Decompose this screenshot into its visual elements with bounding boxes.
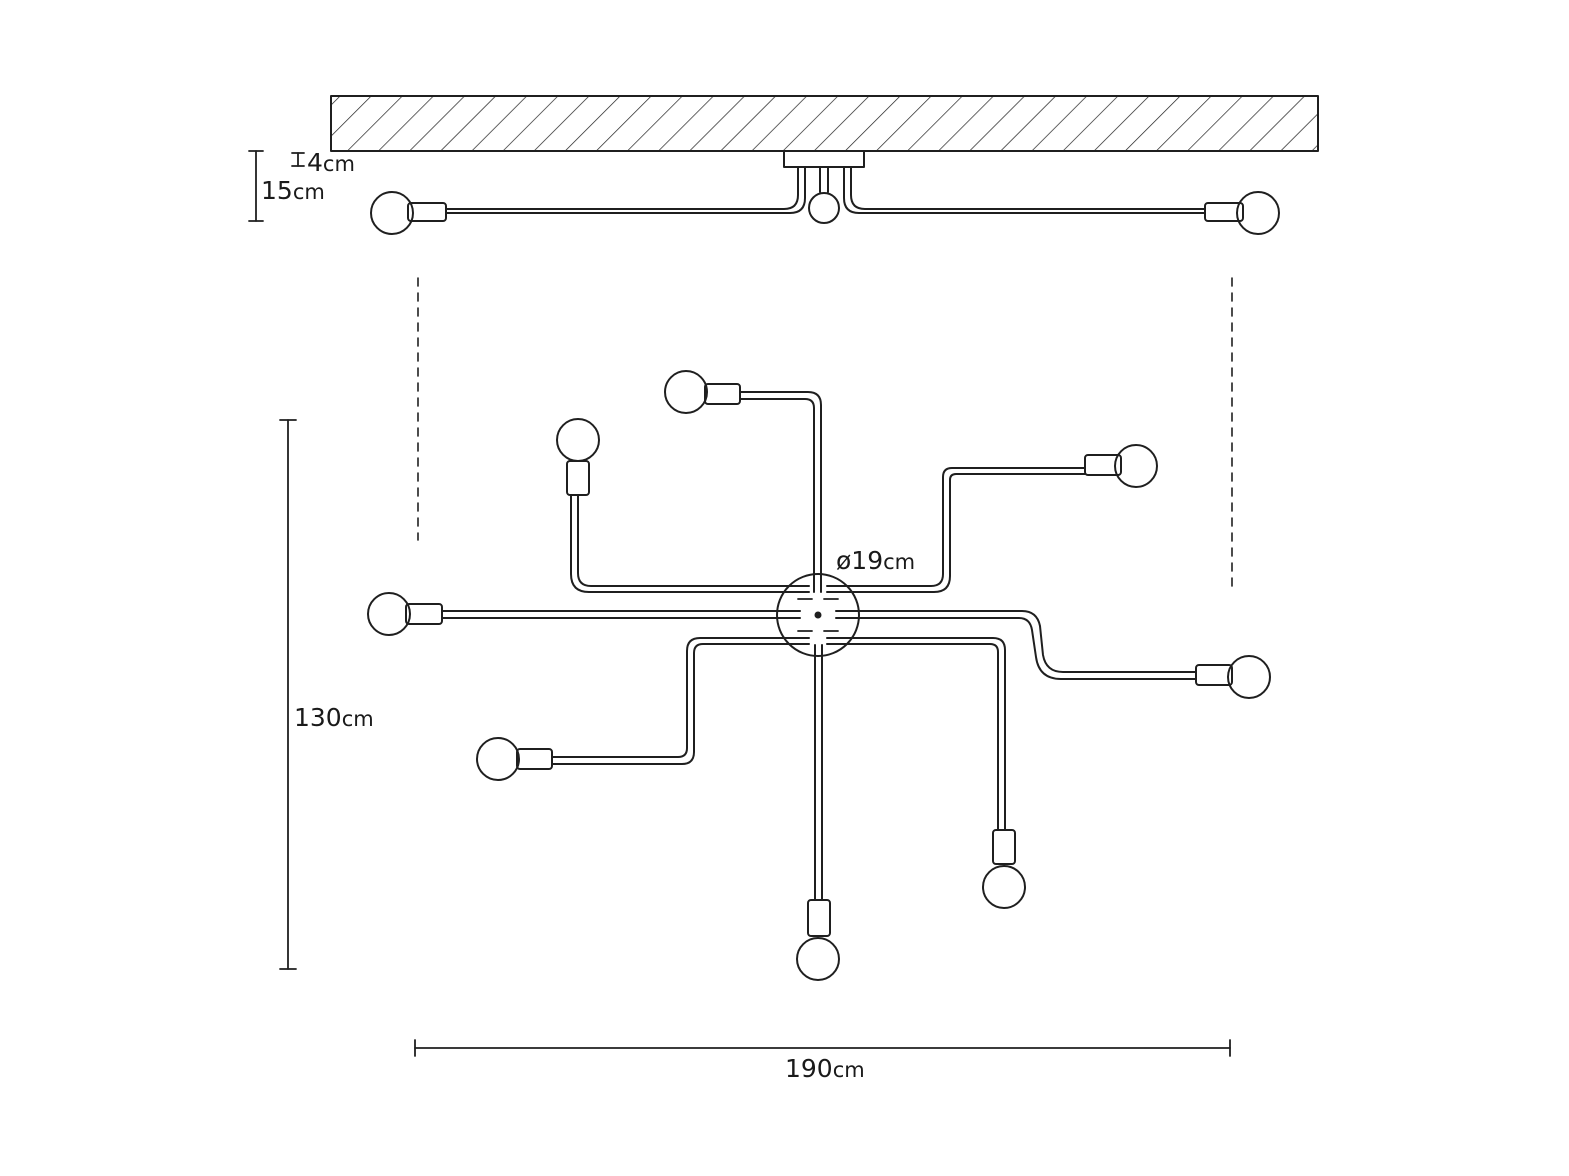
ceiling-slab: [330, 95, 1319, 152]
arm-lower-right: [826, 637, 1026, 909]
total-width-label: 190cm: [785, 1056, 865, 1081]
width-dimension-line: [414, 1039, 1231, 1057]
arm-left: [367, 592, 801, 636]
total-depth-value: 15: [261, 176, 293, 205]
arm-lower-left: [476, 637, 810, 781]
canopy-diameter-prefix: ø: [836, 546, 852, 575]
canopy-center-dot: [814, 611, 822, 619]
arm-top-center: [664, 370, 822, 593]
total-width-value: 190: [785, 1054, 833, 1083]
canopy-diameter-unit: cm: [883, 550, 916, 574]
arm-upper-right: [826, 444, 1158, 593]
total-height-value: 130: [294, 703, 342, 732]
arm-right: [835, 610, 1271, 699]
projection-lines: [417, 277, 1233, 593]
side-arm-left: [370, 166, 806, 235]
canopy-diameter-value: 19: [851, 546, 884, 575]
canopy-depth-value: 4: [307, 148, 323, 177]
side-arm-right: [843, 166, 1280, 235]
canopy-diameter-label: ø19cm: [836, 548, 915, 573]
canopy-depth-label: 4cm: [307, 150, 355, 175]
depth-dimension-lines: [248, 150, 305, 222]
side-center-drop: [808, 166, 840, 224]
total-width-unit: cm: [832, 1058, 865, 1082]
canopy-depth-unit: cm: [322, 152, 355, 176]
total-depth-unit: cm: [292, 180, 325, 204]
arm-upper-left: [556, 418, 810, 593]
top-canopy: [776, 573, 860, 657]
total-depth-label: 15cm: [261, 178, 325, 203]
height-dimension-line: [279, 419, 297, 970]
total-height-unit: cm: [341, 707, 374, 731]
arm-bottom: [796, 644, 840, 981]
side-view: [330, 95, 1319, 235]
total-height-label: 130cm: [294, 705, 374, 730]
top-view: [367, 370, 1271, 981]
side-canopy: [779, 150, 871, 168]
canopy-slots: [797, 598, 839, 632]
